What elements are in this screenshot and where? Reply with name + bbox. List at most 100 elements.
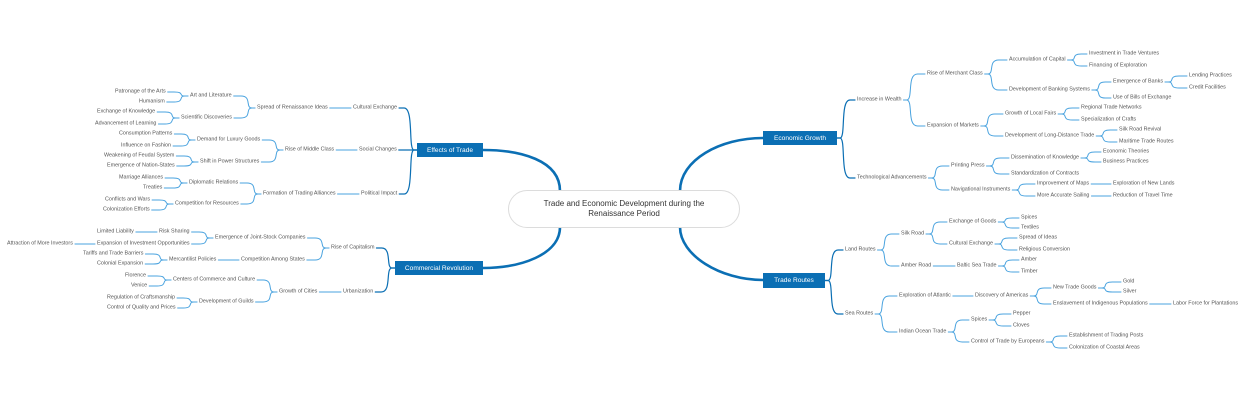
topic-node[interactable]: Urbanization xyxy=(343,288,374,295)
topic-node[interactable]: Control of Quality and Prices xyxy=(107,304,176,311)
topic-node[interactable]: Spread of Ideas xyxy=(1019,234,1058,241)
topic-node[interactable]: Humanism xyxy=(139,98,165,105)
topic-node[interactable]: Accumulation of Capital xyxy=(1009,56,1066,63)
topic-node[interactable]: Venice xyxy=(131,282,148,289)
branch-commercial-revolution[interactable]: Commercial Revolution xyxy=(395,261,483,275)
topic-node[interactable]: Rise of Middle Class xyxy=(285,146,335,153)
topic-node[interactable]: Limited Liability xyxy=(97,228,134,235)
topic-node[interactable]: Influence on Fashion xyxy=(121,142,172,149)
topic-node[interactable]: Mercantilist Policies xyxy=(169,256,217,263)
topic-node[interactable]: Formation of Trading Alliances xyxy=(263,190,336,197)
topic-node[interactable]: Diplomatic Relations xyxy=(189,179,239,186)
topic-node[interactable]: Religious Conversion xyxy=(1019,246,1070,253)
topic-node[interactable]: Specialization of Crafts xyxy=(1081,116,1137,123)
topic-node[interactable]: Exchange of Knowledge xyxy=(97,108,156,115)
topic-node[interactable]: Control of Trade by Europeans xyxy=(971,338,1045,345)
topic-node[interactable]: Land Routes xyxy=(845,246,876,253)
topic-node[interactable]: Advancement of Learning xyxy=(95,120,157,127)
topic-node[interactable]: Pepper xyxy=(1013,310,1031,317)
topic-node[interactable]: Political Impact xyxy=(361,190,398,197)
topic-node[interactable]: Amber Road xyxy=(901,262,932,269)
topic-node[interactable]: Weakening of Feudal System xyxy=(104,152,175,159)
topic-node[interactable]: Sea Routes xyxy=(845,310,874,317)
topic-node[interactable]: Art and Literature xyxy=(190,92,232,99)
topic-node[interactable]: Silk Road Revival xyxy=(1119,126,1162,133)
topic-node[interactable]: Development of Guilds xyxy=(199,298,254,305)
topic-node[interactable]: Improvement of Maps xyxy=(1037,180,1090,187)
topic-node[interactable]: Scientific Discoveries xyxy=(181,114,232,121)
topic-node[interactable]: Indian Ocean Trade xyxy=(899,328,947,335)
topic-node[interactable]: Exploration of Atlantic xyxy=(899,292,951,299)
topic-node[interactable]: Gold xyxy=(1123,278,1135,285)
topic-node[interactable]: Risk Sharing xyxy=(159,228,190,235)
topic-node[interactable]: Emergence of Joint-Stock Companies xyxy=(215,234,306,241)
topic-node[interactable]: More Accurate Sailing xyxy=(1037,192,1090,199)
topic-node[interactable]: Cultural Exchange xyxy=(353,104,398,111)
topic-node[interactable]: Patronage of the Arts xyxy=(115,88,166,95)
topic-node[interactable]: Investment in Trade Ventures xyxy=(1089,50,1160,57)
topic-node[interactable]: Economic Theories xyxy=(1103,148,1150,155)
topic-node[interactable]: Establishment of Trading Posts xyxy=(1069,332,1144,339)
topic-node[interactable]: Competition for Resources xyxy=(175,200,239,207)
topic-node[interactable]: Competition Among States xyxy=(241,256,305,263)
topic-node[interactable]: Reduction of Travel Time xyxy=(1113,192,1173,199)
topic-node[interactable]: Textiles xyxy=(1021,224,1039,231)
topic-node[interactable]: Conflicts and Wars xyxy=(105,196,151,203)
topic-node[interactable]: Technological Advancements xyxy=(857,174,927,181)
topic-node[interactable]: Enslavement of Indigenous Populations xyxy=(1053,300,1148,307)
topic-node[interactable]: Baltic Sea Trade xyxy=(957,262,997,269)
topic-node[interactable]: Development of Long-Distance Trade xyxy=(1005,132,1095,139)
topic-node[interactable]: Spices xyxy=(1021,214,1038,221)
topic-node[interactable]: Rise of Capitalism xyxy=(331,244,375,251)
topic-node[interactable]: Development of Banking Systems xyxy=(1009,86,1090,93)
topic-node[interactable]: Credit Facilities xyxy=(1189,84,1226,91)
topic-node[interactable]: Lending Practices xyxy=(1189,72,1232,79)
topic-node[interactable]: Spices xyxy=(971,316,988,323)
topic-node[interactable]: Labor Force for Plantations xyxy=(1173,300,1239,307)
topic-node[interactable]: Standardization of Contracts xyxy=(1011,170,1080,177)
topic-node[interactable]: Discovery of Americas xyxy=(975,292,1029,299)
topic-node[interactable]: Social Changes xyxy=(359,146,397,153)
topic-node[interactable]: Attraction of More Investors xyxy=(7,240,73,247)
topic-node[interactable]: Expansion of Investment Opportunities xyxy=(97,240,190,247)
topic-node[interactable]: Timber xyxy=(1021,268,1038,275)
topic-node[interactable]: Colonization of Coastal Areas xyxy=(1069,344,1140,351)
topic-node[interactable]: Growth of Local Fairs xyxy=(1005,110,1057,117)
topic-node[interactable]: Colonial Expansion xyxy=(97,260,144,267)
topic-node[interactable]: Exploration of New Lands xyxy=(1113,180,1175,187)
topic-node[interactable]: Exchange of Goods xyxy=(949,218,997,225)
topic-node[interactable]: Cloves xyxy=(1013,322,1030,329)
topic-node[interactable]: Tariffs and Trade Barriers xyxy=(83,250,144,257)
topic-node[interactable]: Colonization Efforts xyxy=(103,206,150,213)
topic-node[interactable]: Silk Road xyxy=(901,230,925,237)
topic-node[interactable]: Emergence of Nation-States xyxy=(107,162,175,169)
topic-node[interactable]: Marriage Alliances xyxy=(119,174,164,181)
topic-node[interactable]: Demand for Luxury Goods xyxy=(197,136,261,143)
branch-trade-routes[interactable]: Trade Routes xyxy=(763,273,825,288)
topic-node[interactable]: Florence xyxy=(125,272,146,279)
topic-node[interactable]: Increase in Wealth xyxy=(857,96,902,103)
topic-node[interactable]: Emergence of Banks xyxy=(1113,78,1164,85)
topic-node[interactable]: Expansion of Markets xyxy=(927,122,979,129)
topic-node[interactable]: Use of Bills of Exchange xyxy=(1113,94,1172,101)
topic-node[interactable]: Consumption Patterns xyxy=(119,130,173,137)
topic-node[interactable]: Shift in Power Structures xyxy=(200,158,260,165)
branch-economic-growth[interactable]: Economic Growth xyxy=(763,131,837,145)
central-topic[interactable]: Trade and Economic Development during th… xyxy=(508,190,740,228)
topic-node[interactable]: Growth of Cities xyxy=(279,288,318,295)
topic-node[interactable]: Regional Trade Networks xyxy=(1081,104,1142,111)
topic-node[interactable]: Navigational Instruments xyxy=(951,186,1011,193)
topic-node[interactable]: Printing Press xyxy=(951,162,985,169)
topic-node[interactable]: Silver xyxy=(1123,288,1137,295)
topic-node[interactable]: Financing of Exploration xyxy=(1089,62,1147,69)
topic-node[interactable]: Business Practices xyxy=(1103,158,1149,165)
topic-node[interactable]: Cultural Exchange xyxy=(949,240,994,247)
topic-node[interactable]: Amber xyxy=(1021,256,1037,263)
branch-effects-of-trade[interactable]: Effects of Trade xyxy=(417,143,483,157)
topic-node[interactable]: Rise of Merchant Class xyxy=(927,70,983,77)
topic-node[interactable]: Treaties xyxy=(143,184,163,191)
topic-node[interactable]: New Trade Goods xyxy=(1053,284,1097,291)
topic-node[interactable]: Regulation of Craftsmanship xyxy=(107,294,176,301)
topic-node[interactable]: Centers of Commerce and Culture xyxy=(173,276,256,283)
topic-node[interactable]: Spread of Renaissance Ideas xyxy=(257,104,328,111)
